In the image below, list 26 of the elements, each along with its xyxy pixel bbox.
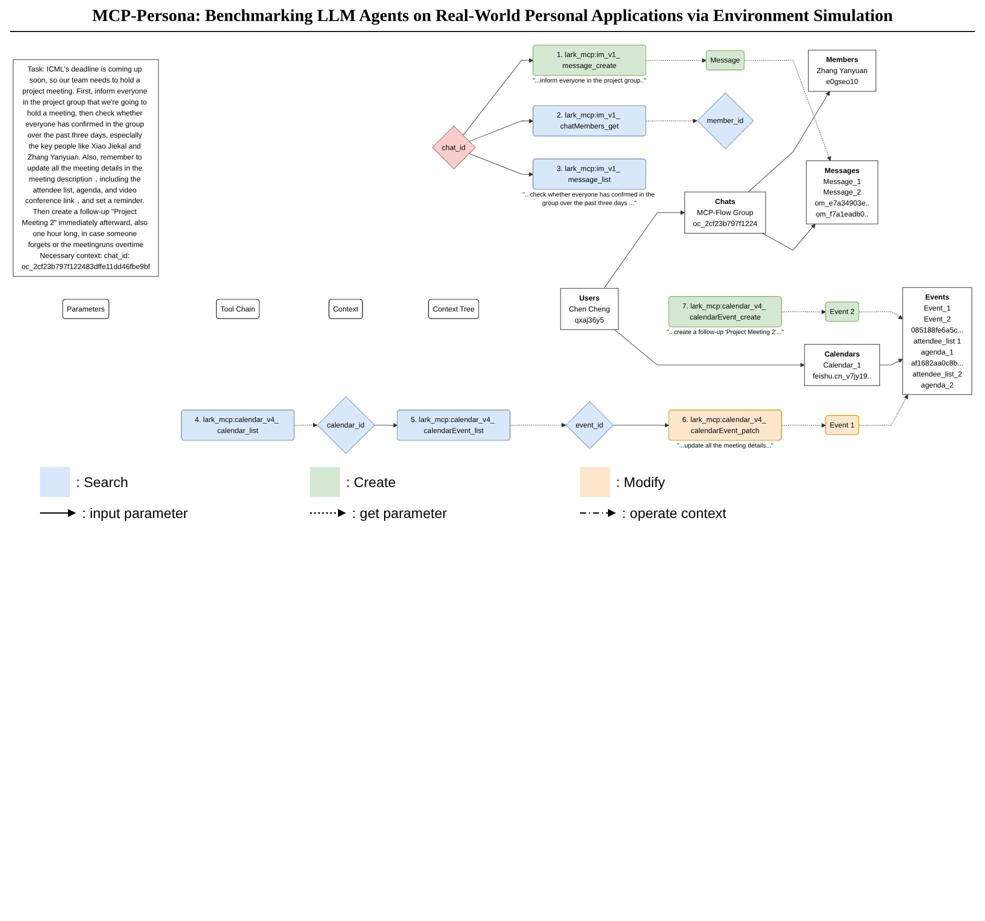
arrow (374, 423, 398, 428)
arrow (614, 329, 805, 368)
arrow (468, 118, 534, 142)
arrow (748, 91, 830, 192)
arrow (646, 118, 698, 124)
arrow (762, 224, 816, 251)
arrow (612, 423, 670, 428)
legend-label: : Create (346, 474, 396, 490)
arrow (604, 210, 685, 289)
arrow (782, 310, 826, 314)
legend-label: : operate context (622, 505, 726, 521)
legend-label: : input parameter (82, 505, 188, 521)
arrow (744, 60, 832, 161)
arrow (858, 311, 903, 320)
title: MCP-Persona: Benchmarking LLM Agents on Real-World Personal Applications via Environment Simulation (10, 0, 975, 32)
arrow (782, 423, 826, 428)
arrow (462, 58, 534, 136)
arrow (879, 358, 903, 366)
arrow (294, 422, 318, 428)
legend-label: : get parameter (352, 505, 447, 521)
arrow (646, 58, 707, 63)
legend-label: : Modify (616, 474, 666, 490)
arrow (858, 394, 908, 426)
legend-label: : Search (76, 474, 128, 490)
arrow (468, 153, 534, 177)
arrow (510, 422, 566, 428)
